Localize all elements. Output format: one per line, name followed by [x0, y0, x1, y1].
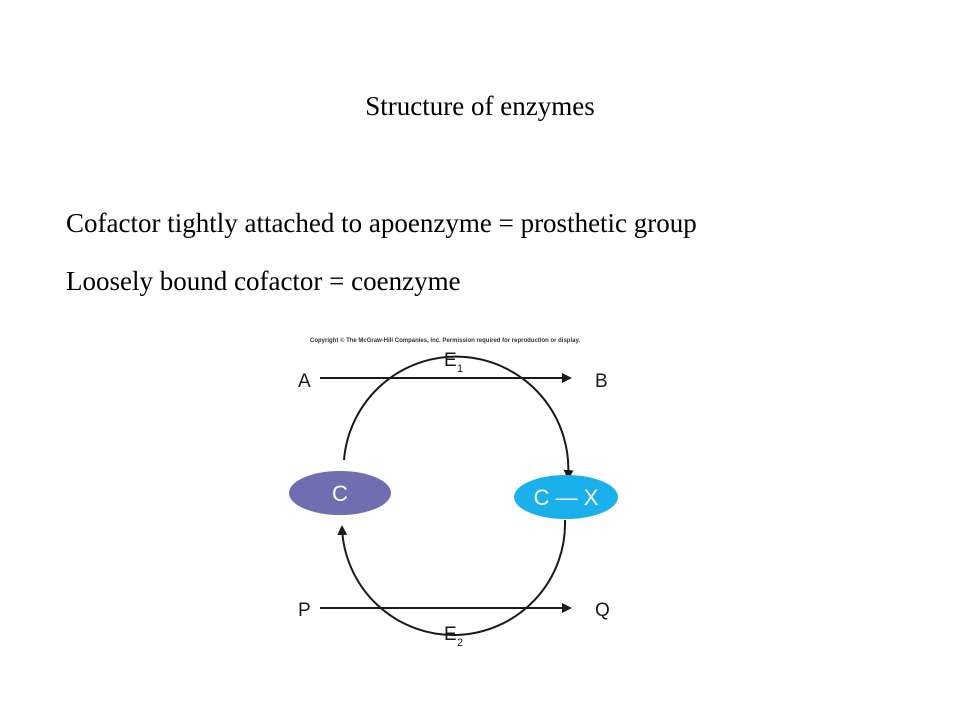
substrate-p-label: P	[298, 600, 311, 621]
slide-title: Structure of enzymes	[365, 91, 595, 121]
coenzyme-cycle-diagram: Copyright © The McGraw-Hill Companies, I…	[289, 337, 618, 649]
product-q-label: Q	[595, 600, 610, 621]
free-cofactor-label: C	[332, 481, 348, 506]
free-cofactor-ellipse	[289, 471, 391, 515]
coenzyme-cycle-figure: Copyright © The McGraw-Hill Companies, I…	[280, 330, 640, 660]
copyright-notice: Copyright © The McGraw-Hill Companies, I…	[310, 337, 580, 344]
enzyme-e2-subscript: 2	[457, 637, 463, 649]
enzyme-e2-label: E	[444, 624, 457, 645]
product-b-label: B	[595, 371, 608, 392]
coenzyme-definition: Loosely bound cofactor = coenzyme	[66, 266, 461, 296]
substrate-a-label: A	[298, 371, 311, 392]
bound-cofactor-label: C — X	[534, 485, 599, 510]
prosthetic-group-definition: Cofactor tightly attached to apoenzyme =…	[66, 208, 697, 238]
cycle-arc-lower	[337, 519, 567, 636]
cycle-arc-upper	[343, 355, 574, 480]
enzyme-e1-subscript: 1	[457, 363, 463, 375]
bound-cofactor-ellipse	[514, 475, 618, 519]
enzyme-e1-label: E	[444, 350, 457, 371]
